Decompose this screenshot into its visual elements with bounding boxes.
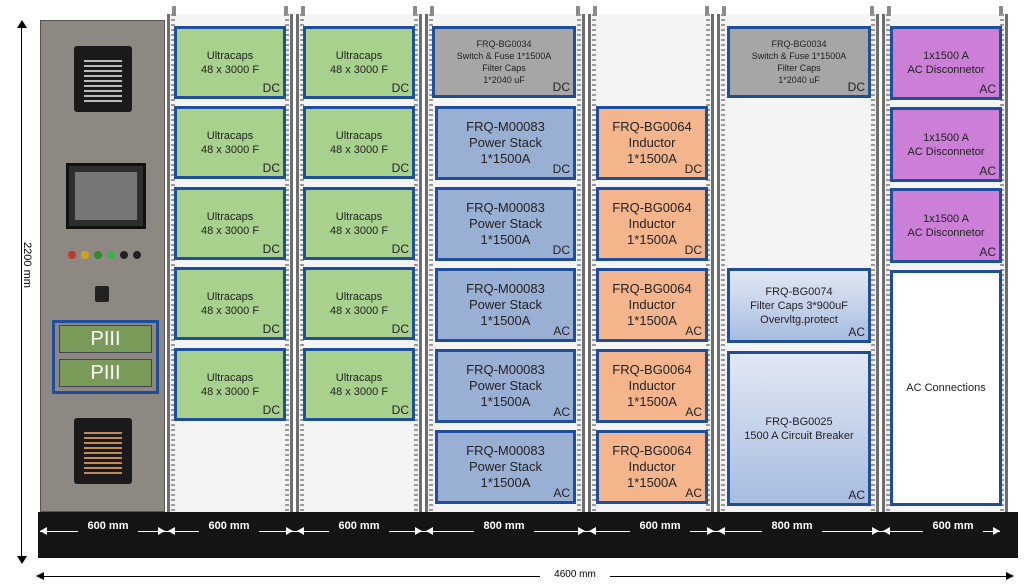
ac-connections-module: AC Connections	[890, 270, 1002, 506]
inductor-module: FRQ-BG0064 Inductor 1*1500A AC	[596, 430, 708, 504]
pIII-label-1: PIII	[59, 325, 152, 353]
ultracap-module: Ultracaps 48 x 3000 F DC	[303, 267, 415, 340]
ultracap-module: Ultracaps 48 x 3000 F DC	[303, 187, 415, 260]
key-switch-icon	[95, 286, 109, 302]
power-stack-module: FRQ-M00083 Power Stack 1*1500A DC	[435, 106, 576, 180]
width-label-ac: 600 mm	[923, 520, 983, 532]
dim-arrow-icon	[297, 527, 304, 535]
dim-arrow-icon	[707, 527, 714, 535]
ac-disconnector-module: 1x1500 A AC Disconnetor AC	[890, 26, 1002, 100]
filter-caps-module: FRQ-BG0074 Filter Caps 3*900uF Overvltg.…	[727, 268, 871, 343]
inductor-module: FRQ-BG0064 Inductor 1*1500A AC	[596, 349, 708, 423]
fan-top-icon	[74, 46, 132, 112]
ultracap-module: Ultracaps 48 x 3000 F DC	[303, 26, 415, 99]
height-dimension-line	[21, 22, 22, 562]
indicator-lamp-2	[81, 251, 89, 259]
height-dimension-label: 2200 mm	[21, 242, 33, 288]
power-stack-module: FRQ-M00083 Power Stack 1*1500A AC	[435, 268, 576, 342]
dim-arrow-icon	[589, 527, 596, 535]
indicator-lamp-4	[107, 251, 115, 259]
pIII-panel: PIII PIII	[52, 320, 159, 394]
cabinet-base	[38, 512, 1018, 558]
ac-disconnector-module: 1x1500 A AC Disconnetor AC	[890, 188, 1002, 263]
inductor-module: FRQ-BG0064 Inductor 1*1500A AC	[596, 268, 708, 342]
ultracap-module: Ultracaps 48 x 3000 F DC	[174, 187, 286, 260]
cabinet-inductors	[588, 6, 714, 512]
power-stack-module: FRQ-M00083 Power Stack 1*1500A DC	[435, 187, 576, 261]
ultracap-module: Ultracaps 48 x 3000 F DC	[174, 348, 286, 421]
ultracap-module: Ultracaps 48 x 3000 F DC	[174, 267, 286, 340]
total-width-line	[40, 576, 1010, 577]
ac-disconnector-module: 1x1500 A AC Disconnetor AC	[890, 107, 1002, 182]
dim-arrow-icon	[578, 527, 585, 535]
total-width-arrow-left	[36, 572, 44, 580]
dim-arrow-icon	[40, 527, 47, 535]
pIII-label-2: PIII	[59, 359, 152, 387]
total-width-label: 4600 mm	[540, 569, 610, 580]
switch-fuse-module-2: FRQ-BG0034 Switch & Fuse 1*1500A Filter …	[727, 26, 871, 98]
dim-arrow-icon	[426, 527, 433, 535]
hmi-screen	[66, 163, 146, 229]
dim-arrow-icon	[158, 527, 165, 535]
indicator-lamp-1	[68, 251, 76, 259]
width-label-filter-breaker: 800 mm	[762, 520, 822, 532]
dim-arrow-icon	[286, 527, 293, 535]
width-label-inductors: 600 mm	[630, 520, 690, 532]
width-label-control: 600 mm	[78, 520, 138, 532]
width-label-ultracaps-1: 600 mm	[199, 520, 259, 532]
power-stack-module: FRQ-M00083 Power Stack 1*1500A AC	[435, 349, 576, 423]
height-arrow-bottom	[17, 556, 27, 564]
dim-arrow-icon	[415, 527, 422, 535]
ultracap-module: Ultracaps 48 x 3000 F DC	[174, 26, 286, 99]
ultracap-module: Ultracaps 48 x 3000 F DC	[303, 106, 415, 179]
switch-fuse-module: FRQ-BG0034 Switch & Fuse 1*1500A Filter …	[432, 26, 576, 98]
inductor-module: FRQ-BG0064 Inductor 1*1500A DC	[596, 187, 708, 261]
fan-bottom-icon	[74, 418, 132, 484]
ultracap-module: Ultracaps 48 x 3000 F DC	[303, 348, 415, 421]
power-stack-module: FRQ-M00083 Power Stack 1*1500A AC	[435, 430, 576, 504]
dim-arrow-icon	[993, 527, 1000, 535]
total-width-arrow-right	[1006, 572, 1014, 580]
dim-arrow-icon	[872, 527, 879, 535]
ultracap-module: Ultracaps 48 x 3000 F DC	[174, 106, 286, 179]
inductor-module: FRQ-BG0064 Inductor 1*1500A DC	[596, 106, 708, 180]
dim-arrow-icon	[718, 527, 725, 535]
width-label-ultracaps-2: 600 mm	[329, 520, 389, 532]
indicator-lamp-3	[94, 251, 102, 259]
dim-arrow-icon	[168, 527, 175, 535]
width-label-power-stacks: 800 mm	[474, 520, 534, 532]
dim-arrow-icon	[883, 527, 890, 535]
height-arrow-top	[17, 20, 27, 28]
circuit-breaker-module: FRQ-BG0025 1500 A Circuit Breaker AC	[727, 351, 871, 506]
indicator-lamp-6	[133, 251, 141, 259]
indicator-lamp-5	[120, 251, 128, 259]
